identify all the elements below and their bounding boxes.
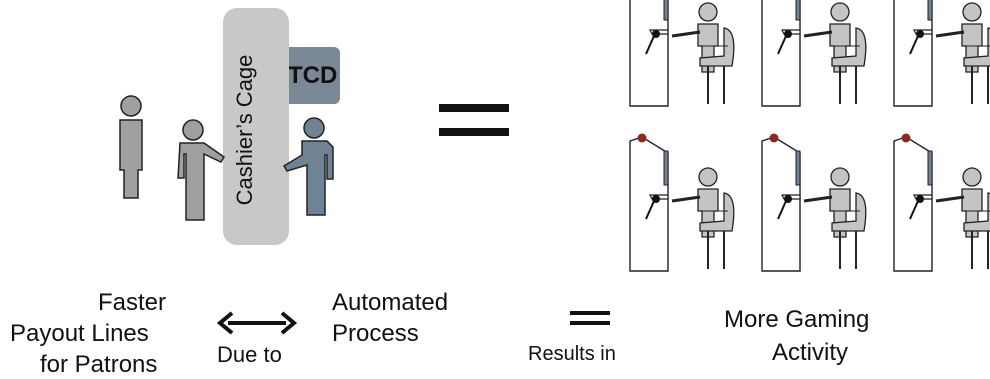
caption-activity: Activity xyxy=(772,339,849,366)
caption-more-gaming: More Gaming xyxy=(724,306,870,333)
slot-machine-icon xyxy=(761,133,867,272)
caption-process: Process xyxy=(332,320,419,347)
slot-machine-icon xyxy=(761,0,867,107)
caption-faster: Faster xyxy=(98,289,167,316)
tcd-label: TCD xyxy=(288,62,338,89)
machine-light-icon xyxy=(901,133,911,143)
equals-icon xyxy=(570,311,610,325)
slot-machine-icon xyxy=(629,133,735,272)
patron-icon xyxy=(119,95,143,199)
caption-results-in: Results in xyxy=(528,343,616,365)
patron-icon xyxy=(177,119,226,221)
double-arrow-icon xyxy=(216,311,298,335)
slot-machine-icon xyxy=(893,133,990,272)
machine-light-icon xyxy=(637,133,647,143)
caption-for-patrons: for Patrons xyxy=(40,351,158,378)
caption-automated: Automated xyxy=(332,289,449,316)
machine-light-icon xyxy=(769,133,779,143)
cashier-icon xyxy=(282,117,334,216)
caption-due-to: Due to xyxy=(217,342,282,367)
equals-icon xyxy=(439,104,509,136)
slot-machine-icon xyxy=(629,0,735,107)
slot-machine-icon xyxy=(893,0,990,107)
caption-payout-lines: Payout Lines xyxy=(10,320,149,347)
cashiers-cage xyxy=(223,8,289,245)
